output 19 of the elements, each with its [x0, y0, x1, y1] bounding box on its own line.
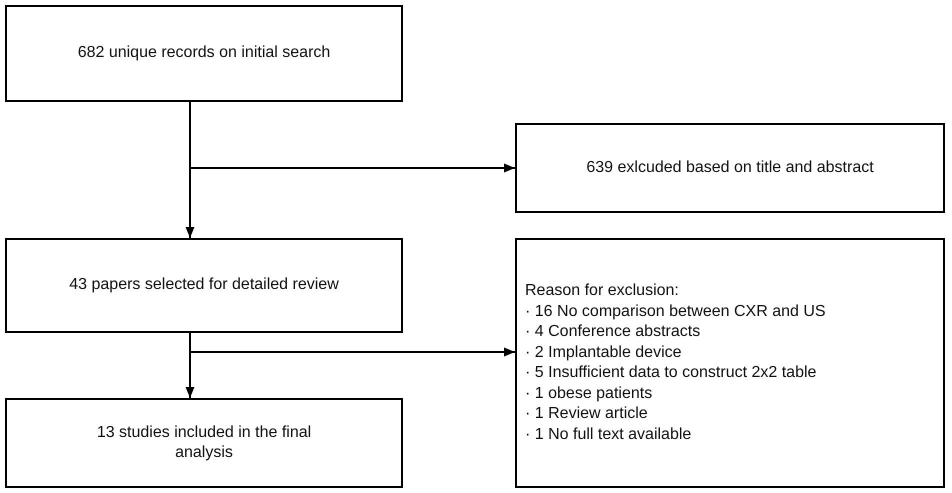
box-label: 682 unique records on initial search — [78, 43, 330, 64]
list-item: · 4 Conference abstracts — [525, 322, 700, 342]
list-item: · 1 Review article — [525, 404, 648, 424]
box-label: Reason for exclusion: — [525, 281, 679, 301]
arrow — [189, 102, 515, 172]
box-label: 639 exlcuded based on title and abstract — [586, 158, 874, 178]
arrow — [189, 333, 515, 356]
process-box — [515, 238, 945, 488]
process-box — [515, 123, 945, 213]
list-item: · 1 obese patients — [525, 384, 652, 404]
list-item: · 16 No comparison between CXR and US — [525, 302, 826, 322]
box-label: 43 papers selected for detailed review — [69, 275, 339, 296]
list-item: · 2 Implantable device — [525, 342, 682, 362]
list-item: · 5 Insufficient data to construct 2x2 table — [525, 363, 816, 383]
box-label: 13 studies included in the final analysis — [96, 422, 312, 463]
process-box — [5, 398, 403, 488]
process-box — [5, 5, 403, 102]
list-item: · 1 No full text available — [525, 424, 692, 444]
process-box — [5, 238, 403, 333]
